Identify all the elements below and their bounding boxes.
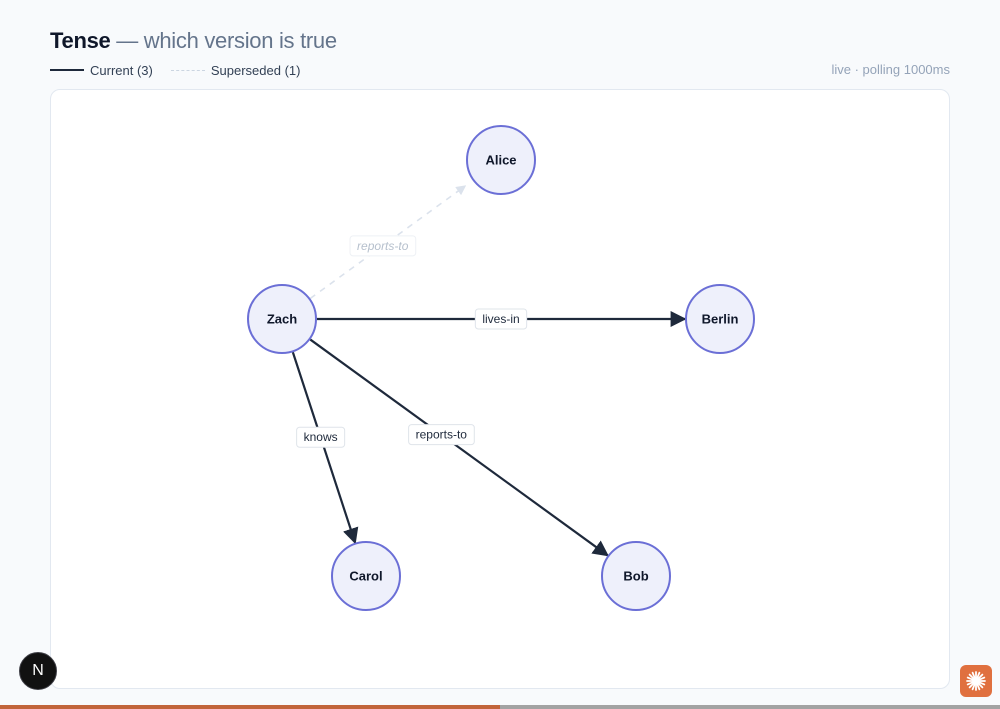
node-circle [247, 284, 317, 354]
edge-label-text: lives-in [482, 312, 519, 326]
app-brand: Tense [50, 28, 111, 53]
edge-label-zach-alice: reports-to [349, 235, 417, 257]
node-circle [466, 125, 536, 195]
edge-zach-alice [309, 185, 467, 300]
dev-badge-label: N [32, 662, 44, 679]
node-label: Carol [349, 569, 382, 584]
node-zach[interactable]: Zach [247, 284, 317, 354]
node-label: Berlin [702, 312, 739, 327]
node-label: Bob [623, 569, 648, 584]
polling-status: live · polling 1000ms [831, 62, 950, 77]
sparkle-icon [966, 671, 986, 691]
edge-label-text: reports-to [357, 239, 409, 253]
node-alice[interactable]: Alice [466, 125, 536, 195]
nextjs-icon[interactable]: N [19, 652, 57, 690]
node-carol[interactable]: Carol [331, 541, 401, 611]
edge-label-text: reports-to [416, 428, 468, 442]
legend-label-superseded: Superseded (1) [210, 62, 301, 78]
legend: Current (3) Superseded (1) [50, 62, 318, 78]
edge-label-box [296, 426, 346, 448]
edge-label-zach-carol: knows [296, 426, 346, 448]
edges-layer: reports-to lives-in knows reports-to [291, 185, 687, 557]
node-circle [331, 541, 401, 611]
legend-item-superseded: Superseded (1) [170, 62, 301, 78]
edge-zach-bob [309, 338, 609, 557]
node-label: Alice [485, 153, 516, 168]
edge-label-box [408, 424, 475, 446]
progress-bar [0, 705, 1000, 709]
node-berlin[interactable]: Berlin [685, 284, 755, 354]
legend-swatch-current [50, 69, 84, 71]
node-label: Zach [267, 312, 297, 327]
page-title: Tense — which version is true [50, 28, 337, 54]
node-circle [685, 284, 755, 354]
page-subtitle: — which version is true [110, 28, 337, 53]
sparkle-button[interactable] [960, 665, 992, 697]
node-bob[interactable]: Bob [601, 541, 671, 611]
edge-label-zach-bob: reports-to [408, 424, 475, 446]
legend-item-current: Current (3) [50, 63, 153, 78]
edge-label-box [474, 308, 528, 330]
graph-svg: reports-to lives-in knows reports-to AliceZ… [247, 125, 755, 611]
legend-swatch-superseded [170, 69, 205, 71]
edge-label-box [349, 235, 417, 257]
edge-label-zach-berlin: lives-in [474, 308, 528, 330]
node-circle [601, 541, 671, 611]
progress-fill [0, 705, 500, 709]
edge-label-text: knows [304, 430, 338, 444]
legend-label-current: Current (3) [90, 62, 153, 78]
